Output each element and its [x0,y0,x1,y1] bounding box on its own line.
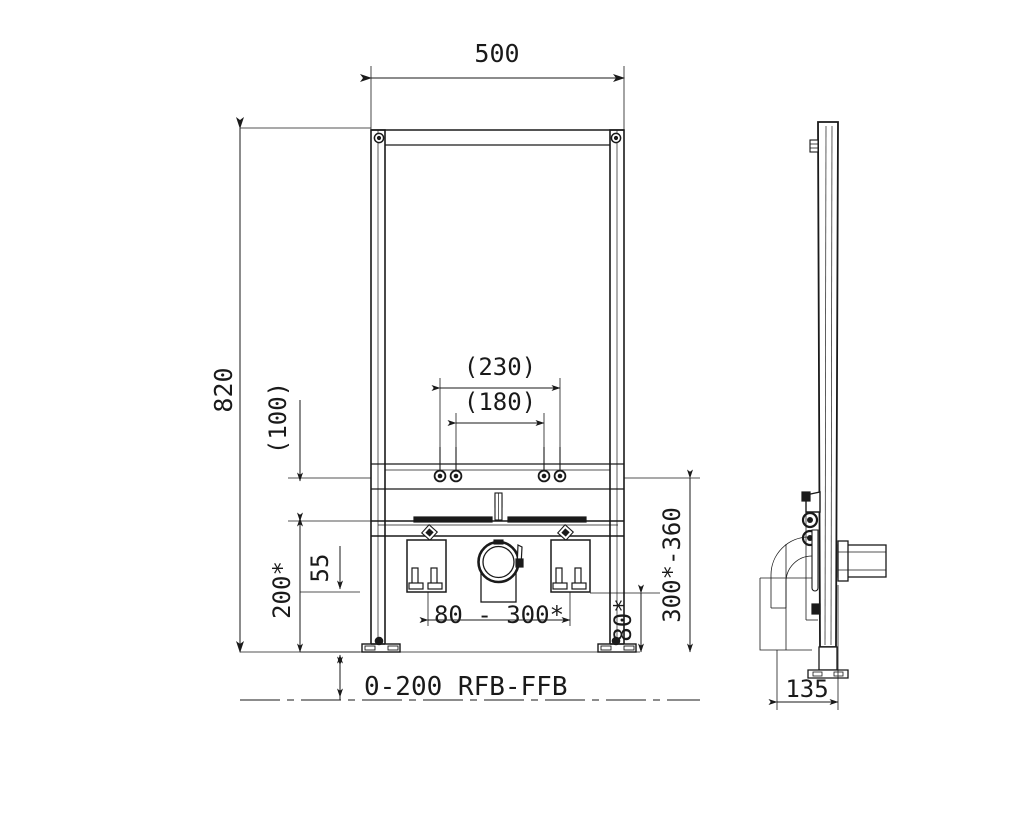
dim-180 [447,413,545,470]
dim-135 [768,585,839,710]
dim-label-500: 500 [474,39,519,68]
dim-label-180: (180) [464,388,536,416]
dim-80-300 [419,592,571,626]
dim-label-80-300: 80 - 300* [434,601,564,629]
dim-label-135: 135 [785,675,828,703]
right-fixing-box [550,539,591,593]
lower-support-rail [371,516,624,542]
waste-pipe-clamp [477,539,524,603]
dim-label-230: (230) [464,353,536,381]
side-view [759,121,887,679]
top-rail [371,129,624,146]
dim-overall-width [360,66,625,136]
note-rfb-ffb: 0-200 RFB-FFB [364,672,568,702]
floor-line-group [240,656,700,701]
dim-label-820: 820 [209,367,238,412]
dim-label-80: 80* [609,598,637,641]
dim-label-100: (100) [264,382,292,454]
rail-clip-left [420,523,439,542]
dim-label-200: 200* [268,561,296,619]
mounting-bolt-set [433,469,567,483]
waste-bend-construction [759,512,818,651]
dim-80 [590,584,660,653]
centre-stem [494,492,503,521]
left-post [370,129,386,648]
dim-300-360 [624,469,700,653]
left-foot [361,636,401,653]
dim-label-55: 55 [306,554,334,583]
dim-230 [431,378,561,470]
dim-label-300-360: 300*-360 [658,507,686,623]
rail-clip-right [556,523,575,542]
left-fixing-box [406,539,447,593]
right-post [609,129,625,648]
outlet-pipe-stub [837,540,887,582]
